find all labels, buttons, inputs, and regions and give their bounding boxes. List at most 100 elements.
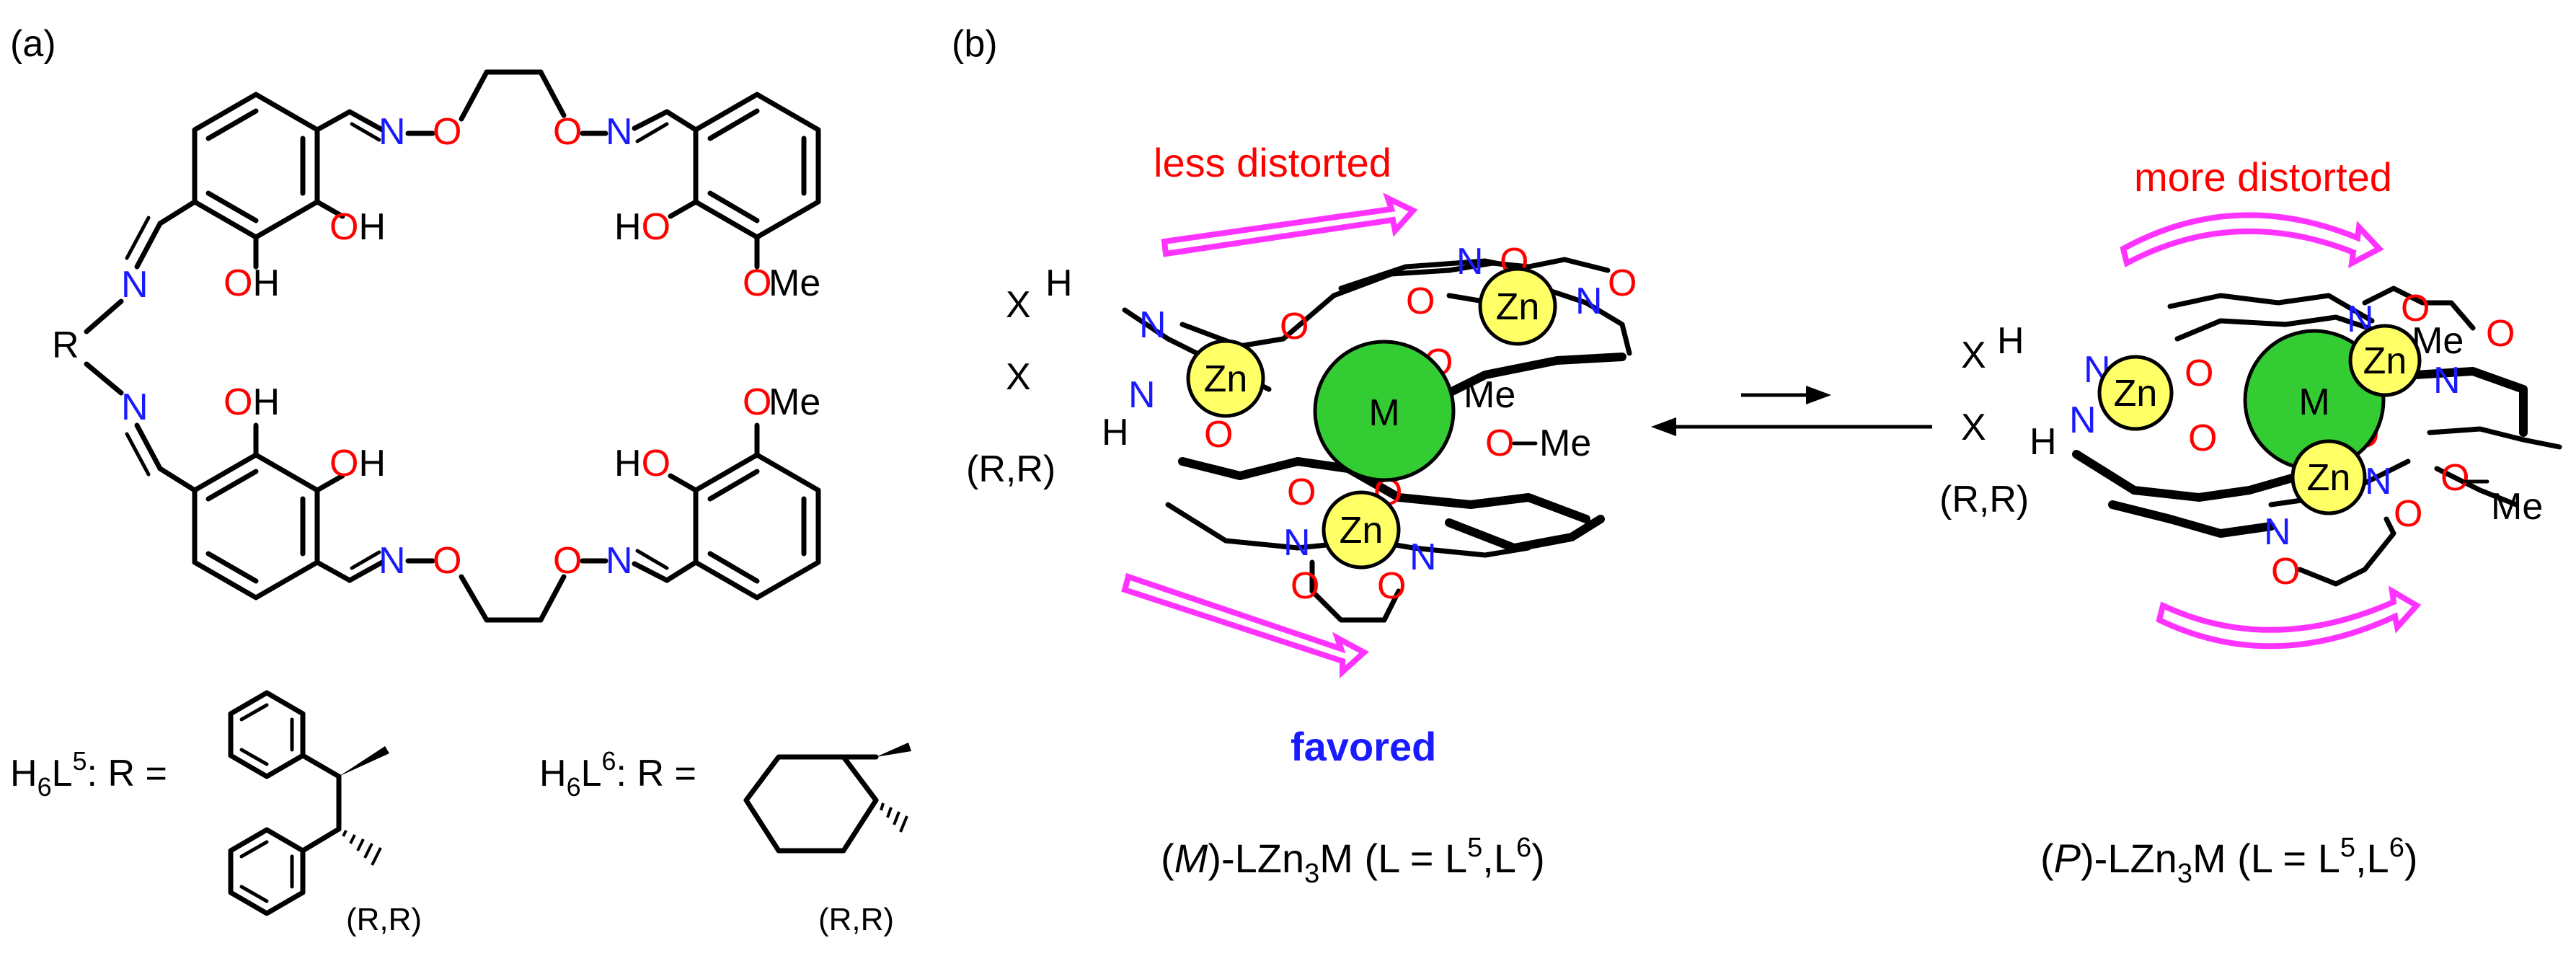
ligand-l5-definition: H6L5: R = (R,R) [10,690,422,937]
substituent-label: X [1006,356,1031,398]
hydroxyl-label: OH [223,262,280,304]
complex-caption: (P)-LZn3M (L = L5,L6) [2040,833,2417,889]
zinc-atom [1186,339,1265,418]
distortion-annotation: less distorted [1154,140,1391,185]
cyclohexane-ring [743,754,879,854]
zinc-label: Zn [2114,373,2158,415]
oxygen-label: O [1287,471,1316,513]
stereo-label: (R,R) [1939,479,2029,520]
nitrogen-label: N [1575,280,1603,322]
benzene-ring [693,452,821,601]
panel-label-a: (a) [10,23,56,65]
backbone [2167,293,2375,324]
guest-metal [1313,340,1456,482]
complex-m: less distorted X H X H N N O O O N O N O… [966,140,1637,889]
zinc-label: Zn [1340,510,1384,551]
guest-metal-label: M [1368,392,1399,434]
hash-bond [342,830,382,866]
hydrogen-label: H [2030,421,2057,463]
hydroxyl-label: HO [614,206,670,248]
complex-p: more distorted X H X H N N O O O N O O M… [1939,154,2562,889]
nitrogen-label: N [1456,241,1484,283]
oxygen-label: O [1204,414,1233,456]
zinc-label: Zn [1204,358,1248,400]
oxygen-label: O [1406,280,1435,322]
oxygen-label: O [553,540,582,582]
oxygen-label: O [1608,262,1637,304]
benzene-ring [693,92,821,240]
wedge-bond [339,746,389,776]
oxygen-label: O [2401,288,2430,329]
distortion-annotation: more distorted [2134,154,2392,200]
stereo-label: (R,R) [966,448,1055,490]
methoxy-oxygen: O [1485,422,1514,464]
zinc-atom [1322,490,1401,570]
wedge-bond [876,743,911,757]
nitrogen-label: N [121,264,149,306]
distortion-arrow [1121,572,1369,678]
hydroxyl-label: OH [329,443,386,484]
hydrogen-label: H [1997,320,2024,362]
hydroxyl-label: OH [223,381,280,423]
distortion-arrow [2156,585,2422,650]
ligand-l5-label: H6L5: R = [10,746,167,802]
methyl-label: Me [769,262,820,304]
zinc-atom [2097,355,2174,431]
nitrogen-label: N [379,540,406,582]
hydrogen-label: H [1102,412,1129,453]
stereo-label: (R,R) [818,902,894,937]
oxygen-label: O [2271,551,2300,593]
oxygen-label: O [553,111,582,153]
zinc-label: Zn [1496,286,1540,328]
nitrogen-label: N [2365,461,2392,502]
panel-label-b: (b) [952,23,998,65]
stereo-label: (R,R) [346,902,422,937]
ligand-structure: OH OH N R N N O O N HO [52,69,821,623]
zinc-atom [2290,439,2367,515]
nitrogen-label: N [1128,374,1156,416]
benzene-ring [228,827,306,916]
benzene-ring [192,92,320,240]
guest-metal-label: M [2298,381,2329,423]
substituent-label: X [1961,335,1986,376]
oxygen-label: O [433,540,461,582]
backbone [1179,260,1531,349]
nitrogen-label: N [606,540,633,582]
methyl-label: Me [1539,422,1591,464]
methoxy-label: O [743,381,771,423]
complex-caption: (M)-LZn3M (L = L5,L6) [1161,833,1545,889]
oxygen-label: O [2188,417,2217,459]
oxygen-label: O [433,111,461,153]
methoxy-label: O [743,262,771,304]
zinc-label: Zn [2363,340,2407,382]
oxygen-label: O [1291,565,1319,607]
nitrogen-label: N [1139,304,1167,346]
nitrogen-label: N [2433,360,2461,402]
substituent-label: X [1961,407,1986,448]
oxygen-label: O [2394,493,2422,535]
nitrogen-label: N [606,111,633,153]
oxygen-label: O [2486,313,2515,355]
methyl-label: Me [769,381,820,423]
ligand-l6-definition: H6L6: R = (R,R) [539,743,911,937]
oxygen-label: O [1280,306,1309,347]
r-group-label: R [52,324,79,366]
methyl-label: Me [1464,374,1515,416]
zinc-label: Zn [2307,457,2351,499]
hydroxyl-label: OH [329,206,386,248]
equilibrium-arrows [1651,386,1932,436]
ligand-l6-label: H6L6: R = [539,746,696,802]
oxygen-label: O [1377,565,1406,607]
nitrogen-label: N [1409,536,1437,578]
nitrogen-label: N [2264,511,2291,553]
substituent-label: X [1006,284,1031,326]
favored-label: favored [1291,724,1436,769]
zinc-atom [1478,267,1557,346]
hash-bond [880,802,908,833]
nitrogen-label: N [2069,399,2097,441]
nitrogen-label: N [379,111,406,153]
nitrogen-label: N [121,386,149,428]
zinc-atom [2348,324,2422,397]
benzene-ring [192,452,320,601]
oxygen-label: O [2185,353,2213,394]
